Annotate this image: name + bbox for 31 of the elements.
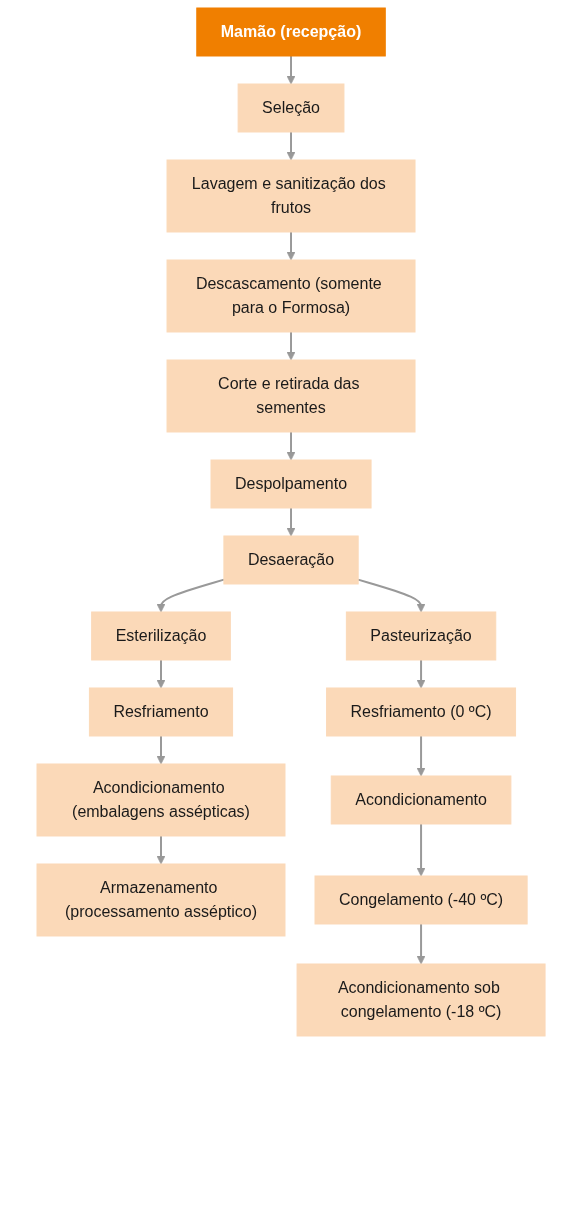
arrow bbox=[357, 578, 426, 613]
node-box: Mamão (recepção) bbox=[196, 7, 386, 57]
arrow bbox=[416, 735, 426, 777]
node-box: Resfriamento bbox=[88, 687, 234, 737]
arrow bbox=[286, 55, 296, 85]
arrow bbox=[286, 231, 296, 261]
node-box: Congelamento (-40 ºC) bbox=[314, 875, 528, 925]
arrow bbox=[156, 835, 166, 865]
arrow bbox=[416, 823, 426, 877]
node-box: Pasteurização bbox=[345, 611, 497, 661]
arrow bbox=[156, 735, 166, 765]
node-box: Armazenamento (processamento asséptico) bbox=[36, 863, 286, 937]
arrow bbox=[286, 507, 296, 537]
node-box: Esterilização bbox=[91, 611, 231, 661]
node-box: Acondicionamento (embalagens assépticas) bbox=[36, 763, 286, 837]
node-box: Acondicionamento bbox=[330, 775, 512, 825]
node-box: Desaeração bbox=[223, 535, 359, 585]
arrow bbox=[286, 131, 296, 161]
node-box: Corte e retirada das sementes bbox=[166, 359, 416, 433]
arrow bbox=[156, 659, 166, 689]
node-box: Lavagem e sanitização dos frutos bbox=[166, 159, 416, 233]
arrow bbox=[416, 923, 426, 965]
node-box: Descascamento (somente para o Formosa) bbox=[166, 259, 416, 333]
arrow bbox=[156, 578, 225, 613]
node-box: Seleção bbox=[237, 83, 345, 133]
arrow bbox=[416, 659, 426, 689]
arrow bbox=[286, 431, 296, 461]
node-box: Resfriamento (0 ºC) bbox=[326, 687, 517, 737]
node-box: Acondicionamento sob congelamento (-18 ºC) bbox=[296, 963, 546, 1037]
arrow bbox=[286, 331, 296, 361]
node-box: Despolpamento bbox=[210, 459, 372, 509]
